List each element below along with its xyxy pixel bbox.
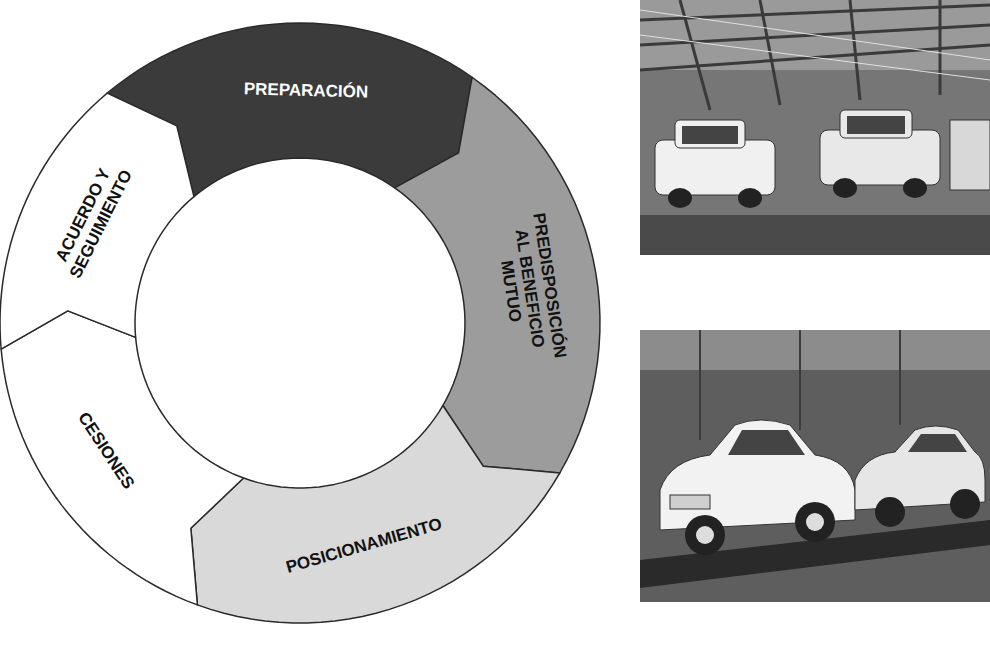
segment-outline <box>0 0 620 646</box>
car <box>655 120 775 208</box>
car-roof <box>675 120 745 148</box>
wheel <box>833 178 857 198</box>
car-window <box>682 126 738 144</box>
bumper <box>670 495 710 509</box>
car <box>820 110 940 198</box>
chevron-segment <box>1 311 243 605</box>
car-roof <box>840 110 912 138</box>
ceiling-grid <box>640 10 990 80</box>
chevron-segment <box>191 406 560 623</box>
cycle-segment: PREPARACIÓN <box>0 0 620 646</box>
wheel <box>795 502 835 542</box>
segment-outline <box>0 0 620 646</box>
segment-label: PREDISPOSICIÓN AL BENEFICIO MUTUO <box>488 200 571 377</box>
cycle-segment: PREDISPOSICIÓN AL BENEFICIO MUTUO <box>0 0 620 646</box>
wheel <box>738 188 762 208</box>
hubcap <box>696 526 714 544</box>
grid-line <box>640 10 990 60</box>
segment-label: CESIONES <box>54 379 159 523</box>
car-window <box>908 434 967 452</box>
car-window <box>728 430 805 455</box>
chevron-segment <box>0 93 194 349</box>
wheel <box>903 178 927 198</box>
grid-line <box>799 330 801 430</box>
photo-ground <box>640 0 990 255</box>
wheel <box>685 515 725 555</box>
photo-ground <box>640 330 990 602</box>
hanger <box>850 0 860 100</box>
wheel <box>668 188 692 208</box>
cycle-segment: POSICIONAMIENTO <box>0 0 620 646</box>
grid-line <box>640 35 990 80</box>
negotiation-cycle: PREPARACIÓN PREDISPOSICIÓN AL BENEFICIO M… <box>0 0 620 646</box>
car <box>660 420 855 555</box>
floor <box>640 215 990 255</box>
chevron-segment <box>107 23 472 197</box>
chevron-segment <box>395 77 600 473</box>
ceiling <box>640 0 990 70</box>
segment-outline <box>0 0 620 646</box>
wall-grid <box>700 330 900 440</box>
segment-label: ACUERDO Y SEGUIMIENTO <box>43 148 140 291</box>
grid-line <box>899 330 901 425</box>
segment-outline <box>0 0 620 646</box>
segment-label: PREPARACIÓN <box>206 78 406 103</box>
segment-outline <box>0 0 620 646</box>
factory-photo <box>640 0 990 255</box>
hubcap <box>806 513 824 531</box>
grid-line <box>699 330 701 440</box>
segment-label: POSICIONAMIENTO <box>265 509 463 583</box>
hanger <box>939 0 942 95</box>
wheel <box>875 497 905 527</box>
car-window <box>847 116 905 134</box>
cycle-segment: CESIONES <box>0 0 620 646</box>
wall <box>640 330 990 370</box>
car <box>855 426 985 527</box>
car-part <box>950 120 990 190</box>
wheel <box>950 489 980 519</box>
assembly-line-photo <box>640 330 990 602</box>
cycle-segment: ACUERDO Y SEGUIMIENTO <box>0 0 620 646</box>
overhead-conveyor <box>640 0 990 110</box>
